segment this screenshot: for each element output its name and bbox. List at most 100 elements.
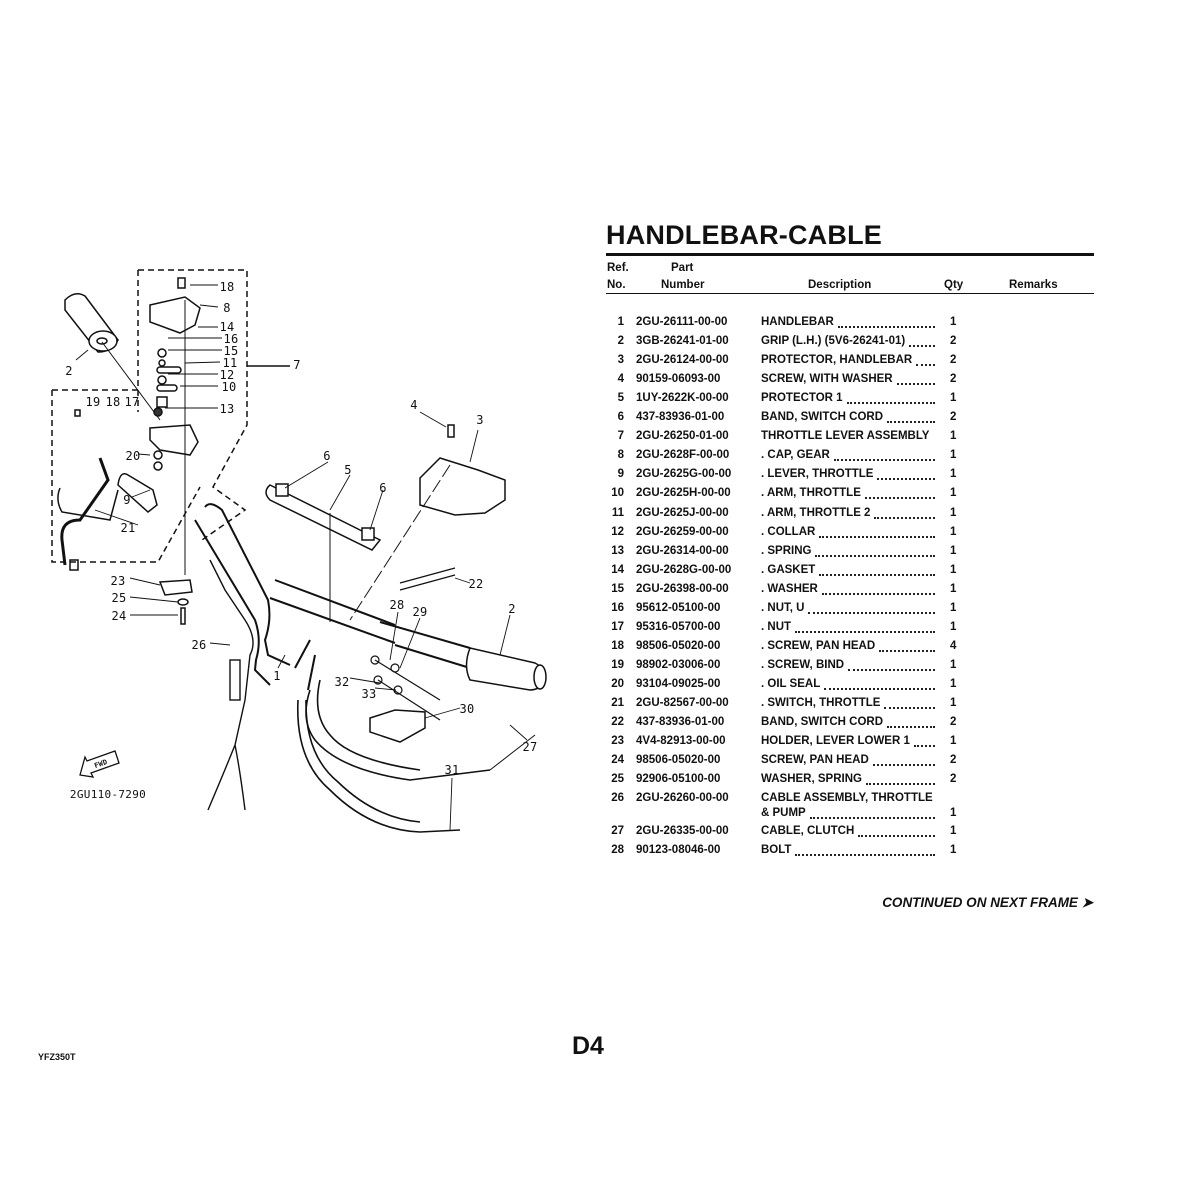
ref-no: 8 [617, 449, 624, 462]
ref-no: 24 [611, 754, 624, 767]
description: BAND, SWITCH CORD [761, 716, 935, 729]
part-number: 2GU-2625G-00-00 [636, 468, 732, 481]
dot-leader [848, 659, 935, 671]
ref-no: 22 [611, 716, 624, 729]
part-number: 92906-05100-00 [636, 773, 721, 786]
dot-leader [913, 735, 935, 748]
description: CABLE, CLUTCH [761, 824, 935, 837]
ref-no: 28 [611, 843, 624, 856]
callout-10: 10 [221, 380, 237, 394]
description-cont: & PUMP [761, 807, 935, 820]
handlebar [194, 503, 471, 691]
ref-no: 27 [611, 824, 624, 837]
qty: 1 [950, 316, 957, 328]
qty: 4 [950, 639, 957, 652]
part-number: 2GU-26314-00-00 [636, 544, 729, 557]
part-number: 4V4-82913-00-00 [636, 735, 726, 748]
dot-leader [809, 807, 935, 820]
part-number: 2GU-26250-01-00 [636, 430, 729, 443]
callout-21: 21 [120, 521, 136, 535]
page-title: HANDLEBAR-CABLE [606, 220, 882, 250]
callout-18: 18 [219, 280, 235, 294]
description: HANDLEBAR [761, 316, 935, 328]
protector-3 [349, 424, 506, 621]
dot-leader [824, 678, 935, 690]
qty: 1 [950, 525, 957, 538]
grip-right [465, 647, 547, 691]
header-ref-1: Ref. [607, 262, 629, 274]
dot-leader [795, 844, 935, 856]
description: . NUT [761, 620, 935, 633]
ref-no: 16 [611, 601, 624, 614]
description: HOLDER, LEVER LOWER 1 [761, 735, 935, 748]
description: GRIP (L.H.) (5V6-26241-01) [761, 335, 935, 348]
description: BAND, SWITCH CORD [761, 411, 935, 424]
part-number: 2GU-82567-00-00 [636, 697, 729, 709]
ref-no: 13 [611, 544, 624, 557]
part-number: 2GU-26111-00-00 [636, 316, 728, 328]
ref-no: 10 [611, 487, 624, 500]
dot-leader [795, 621, 935, 633]
header-description: Description [808, 279, 872, 291]
dot-leader [887, 716, 935, 729]
callout-26: 26 [191, 638, 207, 652]
dot-leader [819, 564, 935, 576]
ref-no: 15 [611, 582, 624, 595]
exploded-parts-diagram [51, 269, 547, 833]
callout-13: 13 [219, 402, 235, 416]
qty: 1 [950, 506, 957, 519]
protector-5 [265, 483, 382, 622]
dot-leader [865, 773, 935, 786]
dot-leader [833, 449, 935, 462]
qty: 1 [950, 843, 957, 856]
dot-leader [877, 468, 935, 481]
part-number: 2GU-26335-00-00 [636, 824, 729, 837]
qty: 1 [950, 582, 957, 595]
part-number: 90123-08046-00 [636, 843, 721, 856]
part-number: 2GU-2628G-00-00 [636, 563, 732, 576]
header-ref-2: No. [607, 279, 626, 291]
description: . ARM, THROTTLE [761, 487, 935, 500]
qty: 1 [950, 807, 957, 820]
part-number: 437-83936-01-00 [636, 411, 725, 424]
callout-2-left: 2 [65, 364, 73, 378]
qty: 1 [950, 430, 957, 443]
part-number: 95612-05100-00 [636, 601, 721, 614]
dot-leader [896, 373, 935, 386]
header-part-2: Number [661, 279, 705, 291]
part-number: 98506-05020-00 [636, 639, 721, 652]
description: . SCREW, BIND [761, 658, 935, 671]
dot-leader [858, 825, 935, 837]
callout-5: 5 [344, 463, 352, 477]
lever-30 [369, 709, 426, 743]
ref-no: 7 [617, 430, 624, 443]
callout-14: 14 [219, 320, 235, 334]
callout-32: 32 [334, 675, 350, 689]
description: SCREW, WITH WASHER [761, 373, 935, 386]
description: . ARM, THROTTLE 2 [761, 506, 935, 519]
ref-no: 4 [617, 373, 624, 386]
cable-31 [296, 699, 461, 833]
description: . SCREW, PAN HEAD [761, 639, 935, 652]
title-rule [606, 253, 1094, 256]
description: PROTECTOR, HANDLEBAR [761, 354, 935, 367]
dot-leader [916, 354, 935, 367]
callout-22: 22 [468, 577, 484, 591]
ref-no: 21 [611, 697, 624, 709]
callout-4: 4 [410, 398, 418, 412]
callout-27: 27 [522, 740, 538, 754]
